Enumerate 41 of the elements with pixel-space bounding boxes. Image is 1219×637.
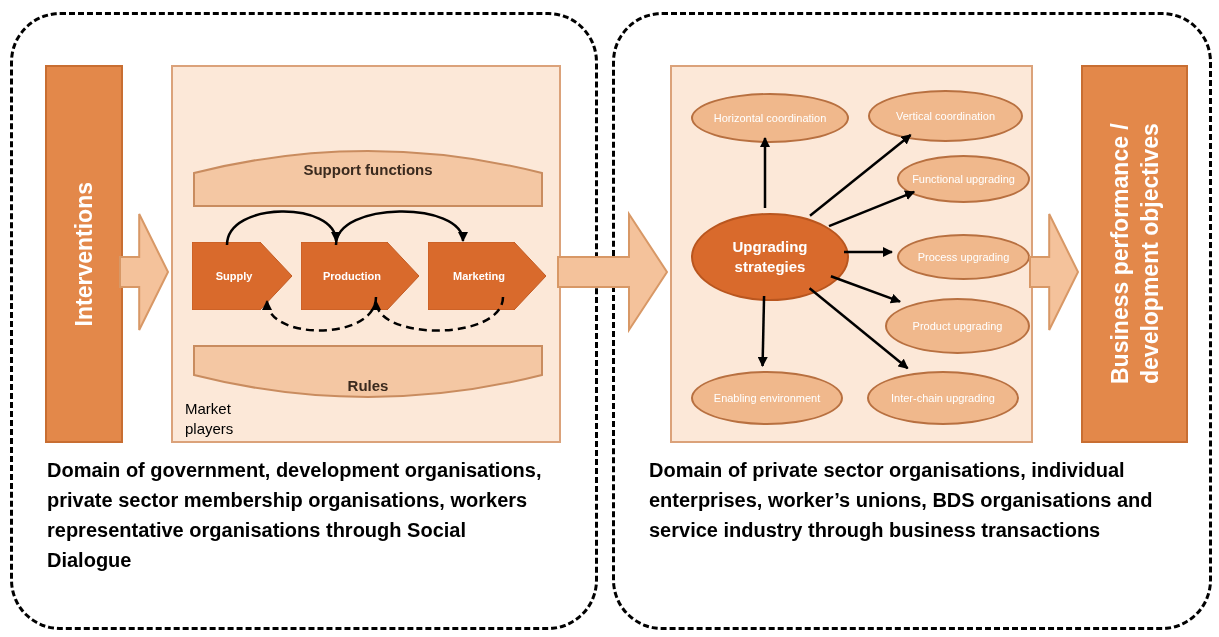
domain-description: Domain of private sector organisations, individual enterprises, worker’s unions, BDS organisations and service industry through business transactions	[649, 458, 1154, 543]
box-label: Market players	[185, 399, 235, 439]
chevron-label: Production	[322, 268, 382, 284]
arrow	[844, 247, 893, 257]
arrow	[828, 190, 916, 228]
arrow	[225, 210, 339, 246]
shape-label: Support functions	[303, 160, 433, 180]
dashed-region	[10, 12, 598, 630]
shape-label: Rules	[347, 375, 389, 396]
dashed-arrow	[264, 296, 378, 332]
ellipse	[897, 234, 1030, 280]
dashed-region	[612, 12, 1212, 630]
ellipse-label: Product upgrading	[912, 318, 1003, 334]
ellipse	[885, 298, 1030, 354]
arrow	[760, 137, 770, 208]
ellipse-label: Upgrading strategies	[731, 237, 809, 277]
arrow	[808, 287, 909, 370]
bar-label: Interventions	[70, 181, 98, 327]
arrow	[757, 295, 768, 367]
strategy-panel	[670, 65, 1033, 443]
ellipse-label: Inter-chain upgrading	[891, 390, 995, 406]
ellipse	[897, 155, 1030, 203]
block-arrow	[119, 213, 170, 331]
ellipse-label: Enabling environment	[713, 390, 821, 406]
chevron-label: Marketing	[453, 268, 505, 284]
chevron-label: Supply	[215, 268, 253, 284]
domain-description: Domain of government, development organisations, private sector membership organisations, workers representative organisations through Social Dialogue	[47, 458, 543, 573]
market-players-box	[171, 65, 561, 443]
arrow	[809, 134, 912, 217]
ellipse-label: Process upgrading	[917, 249, 1010, 265]
bar-label: Business performance / development objectives	[1105, 122, 1164, 387]
arrow	[830, 275, 901, 304]
ellipse-label: Functional upgrading	[912, 171, 1015, 187]
ellipse-label: Horizontal coordination	[713, 110, 827, 126]
ellipse-label: Vertical coordination	[895, 108, 996, 124]
block-arrow	[1029, 213, 1080, 331]
bar-box	[1081, 65, 1188, 443]
arrow	[334, 210, 466, 246]
bar-box	[45, 65, 123, 443]
dashed-arrow	[373, 296, 505, 332]
block-arrow	[557, 210, 669, 334]
